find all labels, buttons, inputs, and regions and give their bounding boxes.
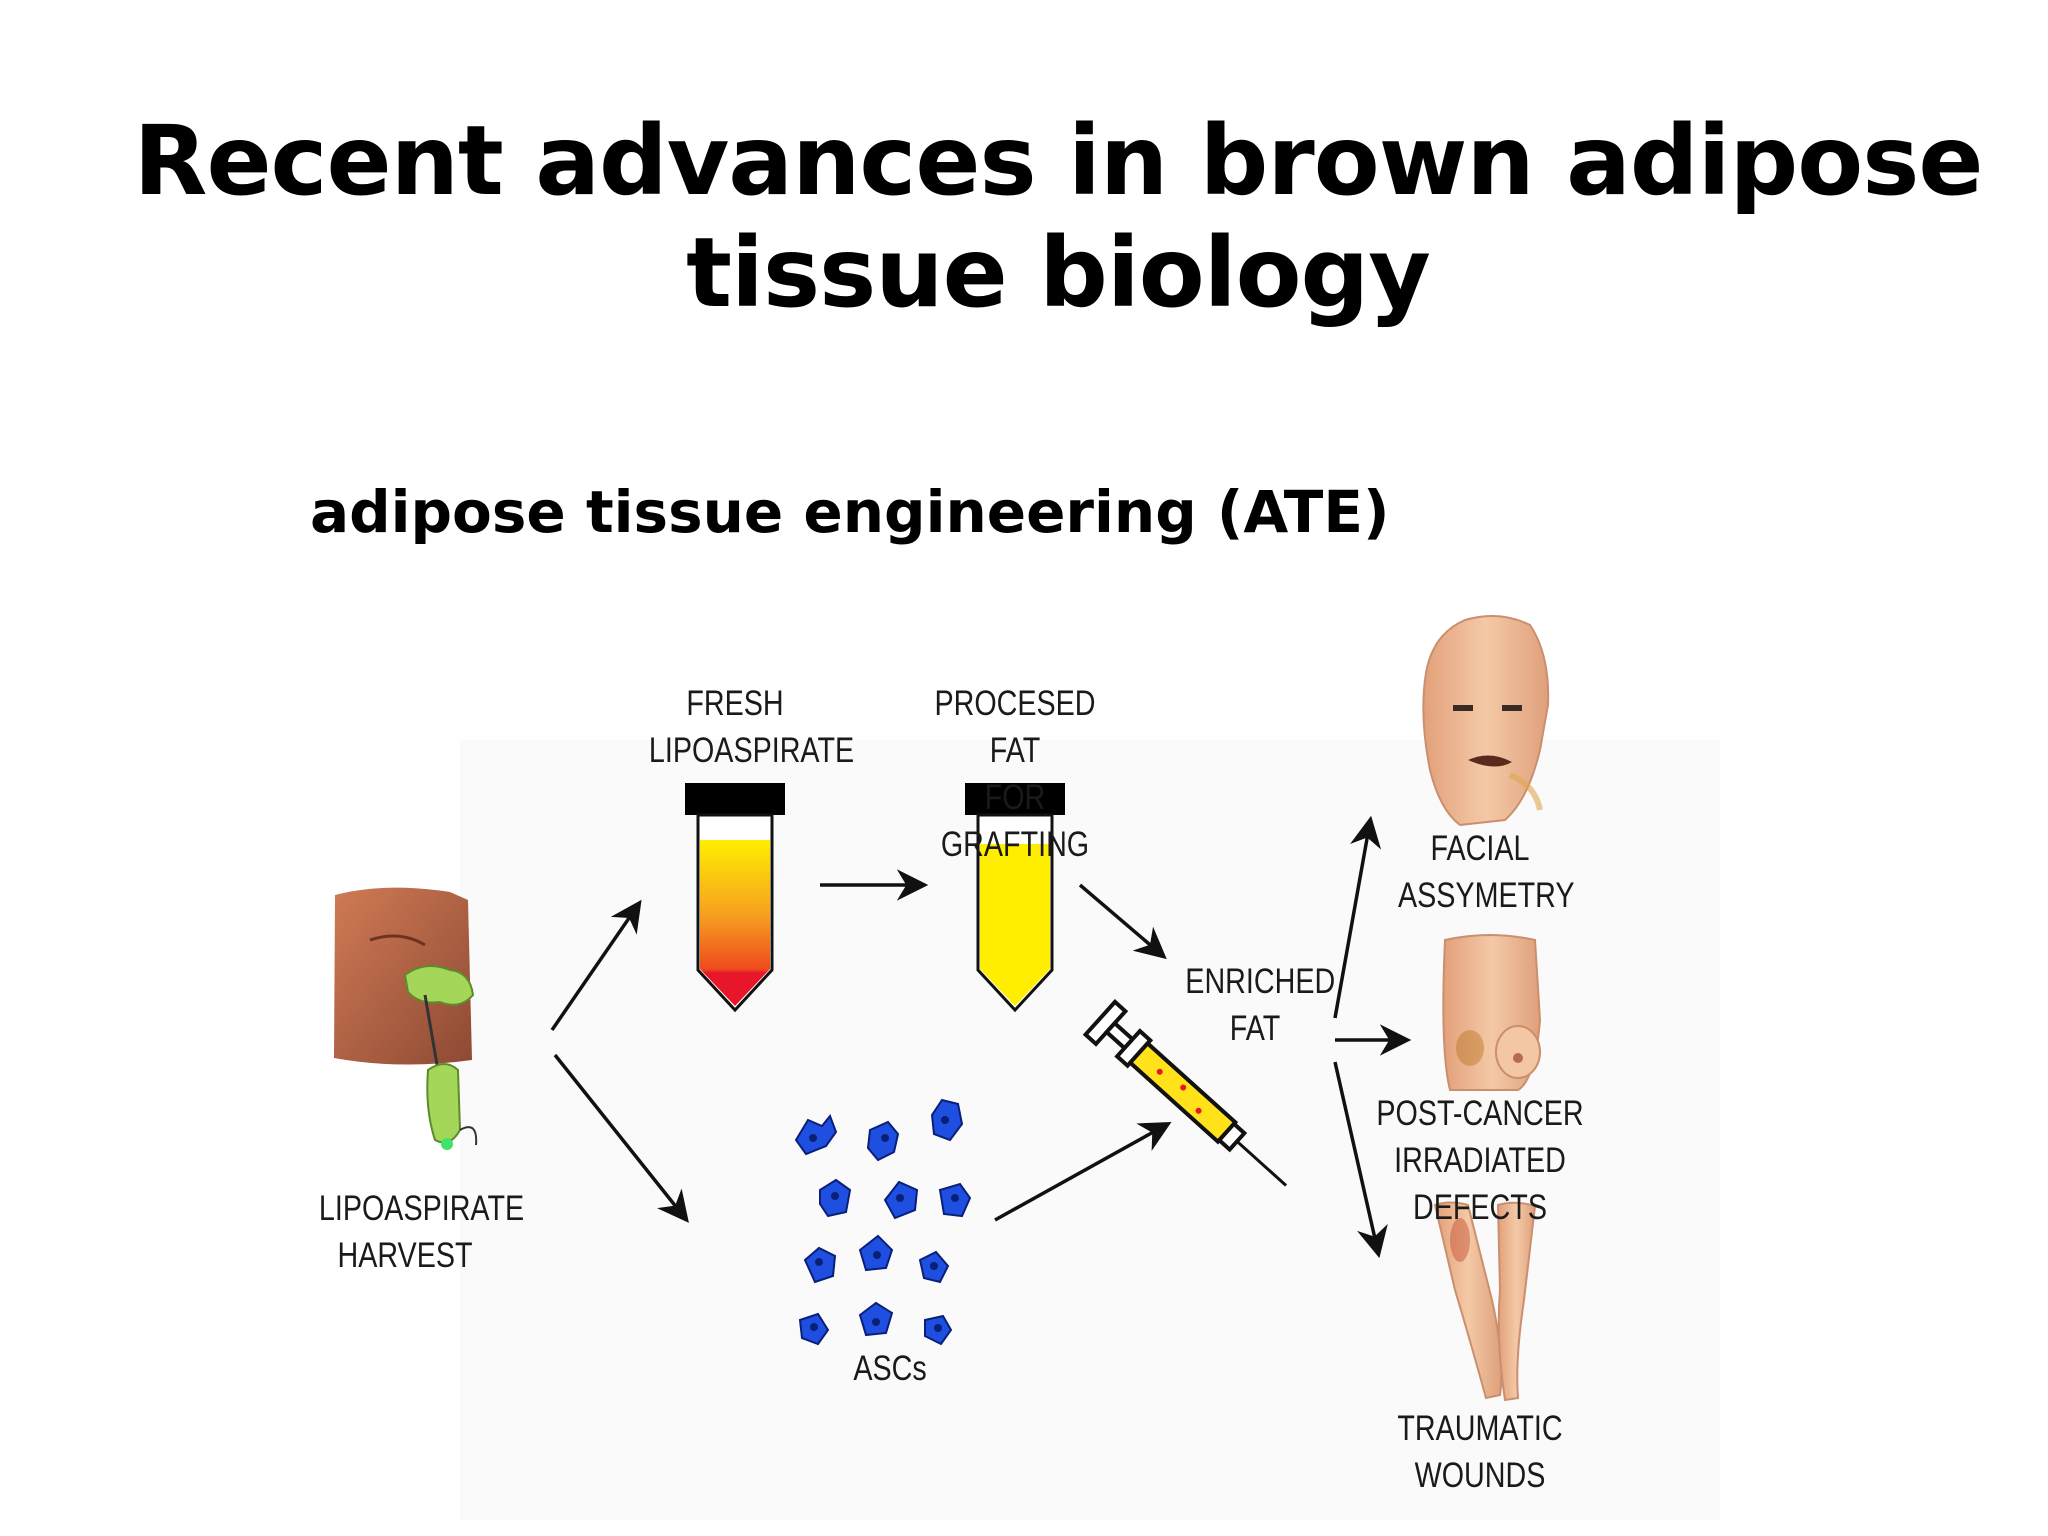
label-traumatic-wounds: TRAUMATIC WOUNDS [1397,1409,1563,1495]
arrow-harvest-to-fresh [550,899,642,1031]
arrow-processed-to-enriched [1078,883,1167,960]
face-image [1422,615,1550,827]
syringe-icon [1082,999,1288,1187]
label-enriched-fat: ENRICHED FAT [1185,962,1336,1048]
process-arrows [550,815,1412,1259]
ate-process-diagram: LIPOASPIRATE HARVEST FRESH LIPOASPIRATE … [300,600,1720,1520]
torso-image [1442,934,1542,1091]
label-lipoaspirate-harvest: LIPOASPIRATE HARVEST [318,1189,525,1275]
processed-fat-tube [965,783,1065,1013]
label-fresh-lipoaspirate: FRESH LIPOASPIRATE [648,684,855,770]
slide-title: Recent advances in brown adipose tissue … [133,105,1984,329]
arrow-enriched-to-facial [1333,815,1382,1019]
slide-subtitle: adipose tissue engineering (ATE) [310,478,1390,546]
fresh-lipoaspirate-tube [685,783,785,1013]
arrow-enriched-to-wounds [1333,1061,1388,1259]
ascs-cell-cluster [794,1098,972,1346]
label-processed-fat: PROCESED FAT FOR GRAFTING [934,684,1096,864]
label-ascs: ASCs [853,1349,927,1388]
legs-image [1433,1201,1537,1402]
label-post-cancer: POST-CANCER IRRADIATED DEFECTS [1376,1094,1584,1227]
arrow-ascs-to-enriched [994,1121,1172,1222]
liposuction-harvest-image [334,887,478,1150]
arrow-harvest-to-ascs [553,1053,689,1223]
label-facial-assymetry: FACIAL ASSYMETRY [1398,829,1575,915]
